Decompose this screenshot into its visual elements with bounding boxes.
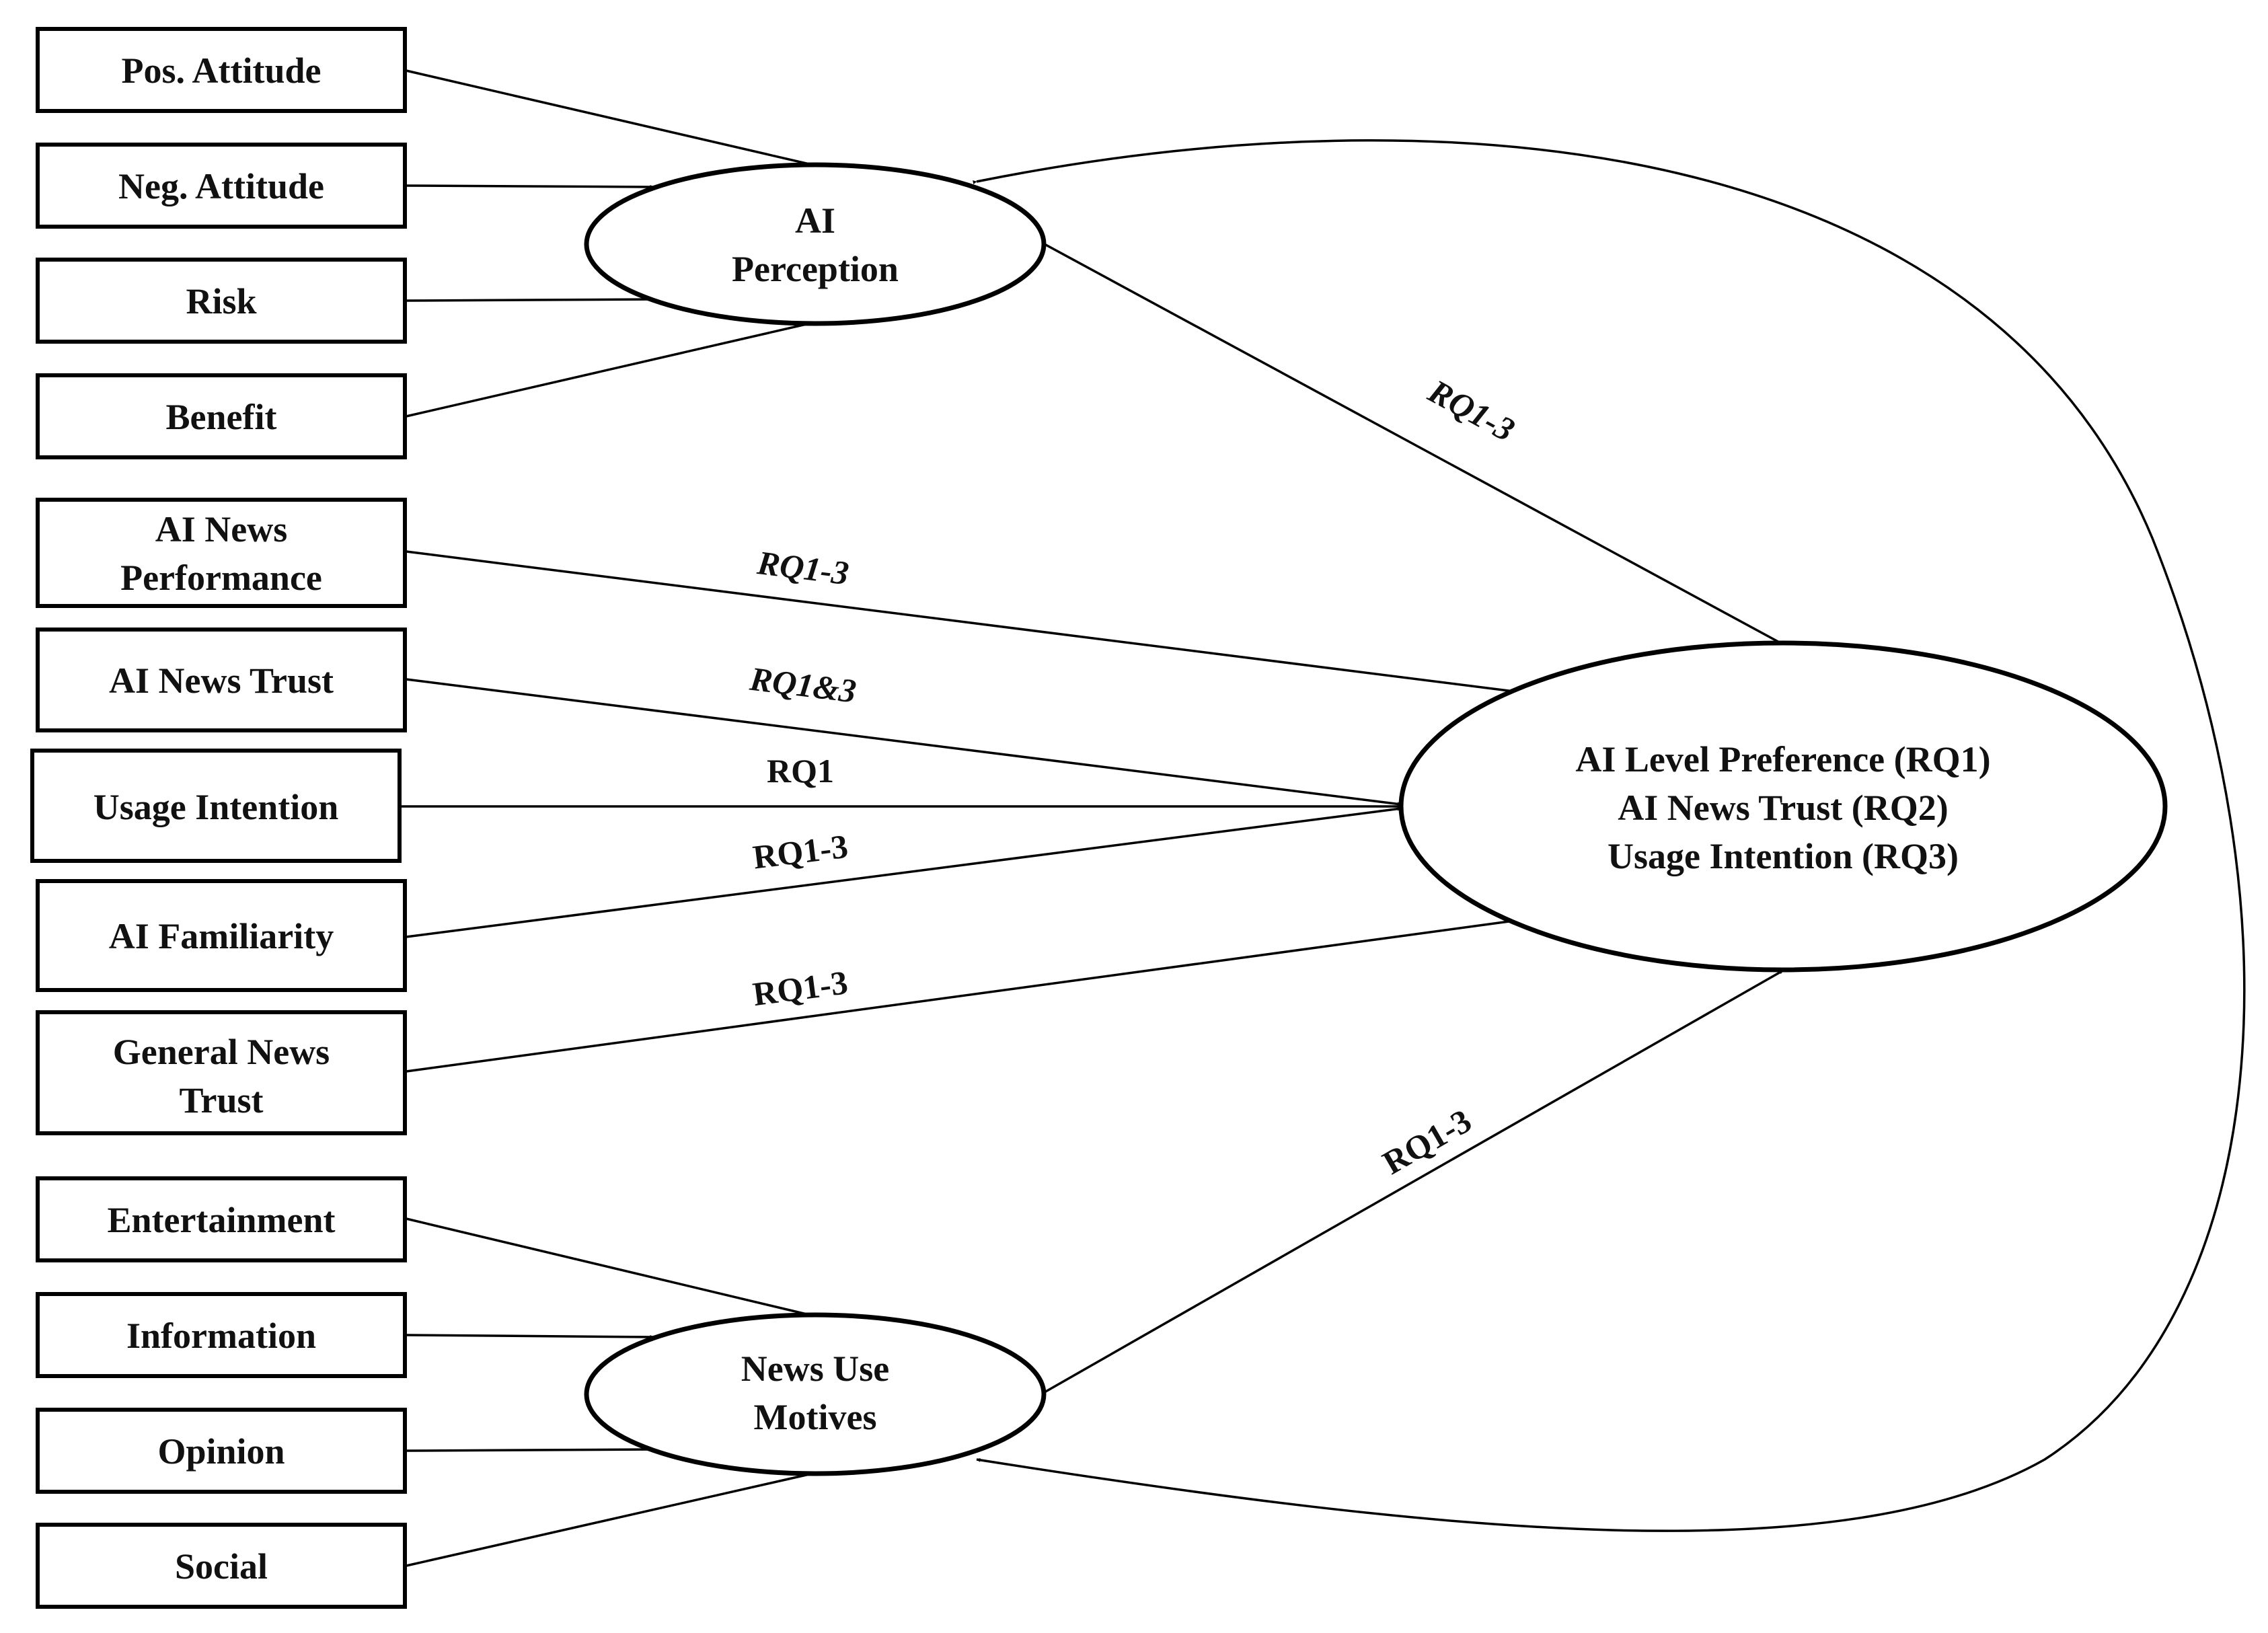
box-label: Entertainment bbox=[108, 1200, 336, 1240]
edge-label-usage-intention: RQ1 bbox=[767, 752, 834, 790]
edge-perception-motives-covariance bbox=[973, 139, 2246, 1532]
edge-information-to-motives bbox=[406, 1334, 654, 1339]
edge-social-to-motives bbox=[406, 1472, 816, 1567]
box-label: Information bbox=[126, 1316, 316, 1356]
edge-performance-to-outcomes bbox=[406, 550, 1515, 693]
box-label-line-2: Performance bbox=[120, 558, 322, 598]
ellipse-label-line-1: AI Level Preference (RQ1) bbox=[1575, 739, 1990, 780]
ellipse-outcomes: AI Level Preference (RQ1) AI News Trust … bbox=[1398, 640, 2168, 973]
box-benefit: Benefit bbox=[36, 373, 407, 459]
edge-opinion-to-motives bbox=[406, 1447, 654, 1452]
edge-label-perception: RQ1-3 bbox=[1422, 372, 1521, 449]
box-ai-news-performance: AI News Performance bbox=[36, 498, 407, 608]
ellipse-label-line-2: Perception bbox=[732, 249, 899, 289]
ellipse-label-line-3: Usage Intention (RQ3) bbox=[1608, 836, 1959, 876]
box-entertainment: Entertainment bbox=[36, 1176, 407, 1262]
edges bbox=[401, 69, 2246, 1567]
edge-label-motives: RQ1-3 bbox=[1376, 1102, 1478, 1182]
ellipse-ai-perception: AI Perception bbox=[584, 162, 1047, 326]
edge-label-general-trust: RQ1-3 bbox=[751, 963, 850, 1013]
box-information: Information bbox=[36, 1292, 407, 1378]
ellipse-label-line-2: Motives bbox=[754, 1397, 877, 1437]
ellipse-label-line-1: AI bbox=[795, 200, 835, 241]
box-ai-news-trust: AI News Trust bbox=[36, 628, 407, 732]
edge-familiarity-to-outcomes bbox=[406, 806, 1402, 938]
box-label-line-1: AI News bbox=[155, 509, 288, 549]
box-label: AI News Trust bbox=[109, 660, 334, 701]
edge-ai-perception-to-outcomes bbox=[1044, 243, 1784, 646]
box-social: Social bbox=[36, 1523, 407, 1609]
box-label-line-1: General News bbox=[113, 1032, 330, 1072]
box-usage-intention: Usage Intention bbox=[30, 749, 402, 863]
edge-ai-news-trust-to-outcomes bbox=[406, 678, 1402, 806]
edge-pos-attitude-to-ai-perception bbox=[406, 69, 816, 167]
ellipse-label-line-2: AI News Trust (RQ2) bbox=[1618, 788, 1948, 828]
box-label: Social bbox=[175, 1546, 268, 1587]
edge-label-performance: RQ1-3 bbox=[755, 543, 851, 592]
edge-neg-attitude-to-ai-perception bbox=[406, 184, 654, 189]
box-label-line-2: Trust bbox=[179, 1080, 263, 1121]
edge-label-ai-news-trust: RQ1&3 bbox=[747, 660, 858, 710]
box-ai-familiarity: AI Familiarity bbox=[36, 879, 407, 992]
box-label: Usage Intention bbox=[93, 787, 339, 827]
edge-entertainment-to-motives bbox=[406, 1217, 816, 1318]
edge-risk-to-ai-perception bbox=[406, 297, 654, 302]
box-opinion: Opinion bbox=[36, 1408, 407, 1494]
edge-label-familiarity: RQ1-3 bbox=[751, 827, 849, 876]
ellipse-label-line-1: News Use bbox=[741, 1349, 889, 1389]
box-label: Benefit bbox=[166, 397, 277, 437]
box-neg-attitude: Neg. Attitude bbox=[36, 143, 407, 229]
box-label: Pos. Attitude bbox=[122, 50, 322, 91]
box-label: Opinion bbox=[157, 1431, 285, 1472]
edge-motives-to-outcomes bbox=[1044, 969, 1784, 1394]
box-label: Risk bbox=[186, 281, 256, 321]
edge-general-trust-to-outcomes bbox=[406, 919, 1515, 1073]
indicator-boxes: Pos. Attitude Neg. Attitude Risk Benefit… bbox=[30, 27, 407, 1609]
box-risk: Risk bbox=[36, 258, 407, 344]
box-label: AI Familiarity bbox=[109, 916, 334, 956]
edge-benefit-to-ai-perception bbox=[406, 321, 816, 418]
box-label: Neg. Attitude bbox=[118, 166, 324, 206]
box-general-news-trust: General News Trust bbox=[36, 1010, 407, 1135]
box-pos-attitude: Pos. Attitude bbox=[36, 27, 407, 113]
latent-ellipses: AI Perception News Use Motives AI Level … bbox=[584, 162, 2168, 1476]
ellipse-news-use-motives: News Use Motives bbox=[584, 1312, 1047, 1476]
